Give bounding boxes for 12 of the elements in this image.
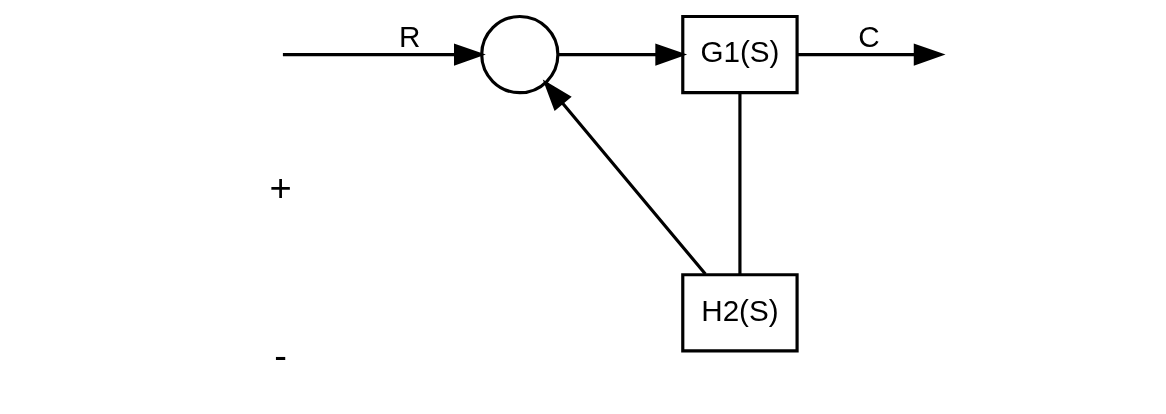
edge-label: C — [858, 19, 880, 53]
node-box: H2(S) — [681, 273, 799, 353]
edge-label: R — [399, 19, 421, 53]
node-circle — [480, 14, 560, 95]
label: + — [269, 167, 292, 210]
label: - — [274, 334, 287, 377]
arrow — [542, 79, 707, 276]
node-box: G1(S) — [681, 14, 799, 95]
connector — [738, 93, 742, 275]
arrow — [282, 43, 486, 66]
arrow — [558, 43, 688, 66]
arrow — [797, 43, 946, 66]
